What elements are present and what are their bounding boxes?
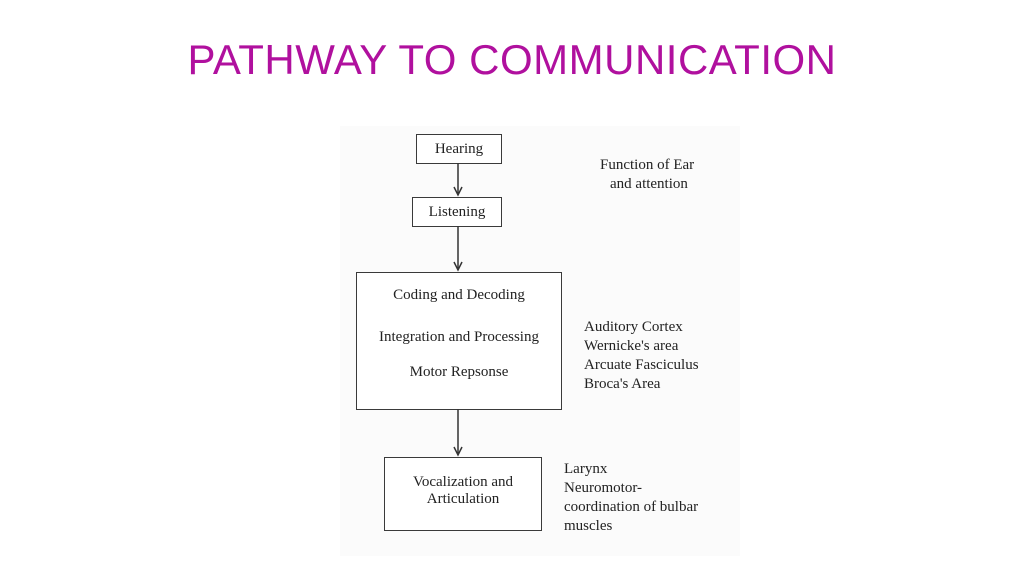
hearing-label: Hearing xyxy=(434,141,484,157)
arrow-processing-to-vocalization xyxy=(453,409,463,457)
note-brain-line-3: Arcuate Fasciculus xyxy=(584,357,699,373)
note-ear-line-1: Function of Ear xyxy=(600,157,695,173)
note-brain-line-4: Broca's Area xyxy=(584,376,661,392)
note-larynx: Larynx Neuromotor- coordination of bulba… xyxy=(564,460,698,536)
note-ear-function: Function of Ear and attention xyxy=(600,156,694,194)
note-brain-line-2: Wernicke's area xyxy=(584,338,679,354)
note-larynx-line-4: muscles xyxy=(564,518,613,534)
arrow-listening-to-processing xyxy=(453,226,463,272)
articulation-label: Articulation xyxy=(426,491,500,507)
note-larynx-line-2: Neuromotor- xyxy=(564,480,643,496)
motor-response-label: Motor Repsonse xyxy=(409,364,509,380)
arrow-hearing-to-listening xyxy=(453,163,463,197)
vocalization-label: Vocalization and xyxy=(412,474,514,490)
listening-box: Listening xyxy=(412,197,502,227)
note-larynx-line-1: Larynx xyxy=(564,461,608,477)
note-ear-line-2: and attention xyxy=(610,176,688,192)
hearing-box: Hearing xyxy=(416,134,502,164)
processing-box: Coding and Decoding Integration and Proc… xyxy=(356,272,562,410)
coding-decoding-label: Coding and Decoding xyxy=(393,287,525,303)
note-brain-line-1: Auditory Cortex xyxy=(584,319,683,335)
slide-title: PATHWAY TO COMMUNICATION xyxy=(187,36,837,83)
vocalization-box: Vocalization and Articulation xyxy=(384,457,542,531)
listening-label: Listening xyxy=(428,204,486,220)
communication-pathway-diagram: Hearing Listening Coding and Decoding In… xyxy=(340,126,740,556)
note-larynx-line-3: coordination of bulbar xyxy=(564,499,699,515)
note-brain-areas: Auditory Cortex Wernicke's area Arcuate … xyxy=(584,318,699,394)
integration-processing-label: Integration and Processing xyxy=(379,329,539,345)
